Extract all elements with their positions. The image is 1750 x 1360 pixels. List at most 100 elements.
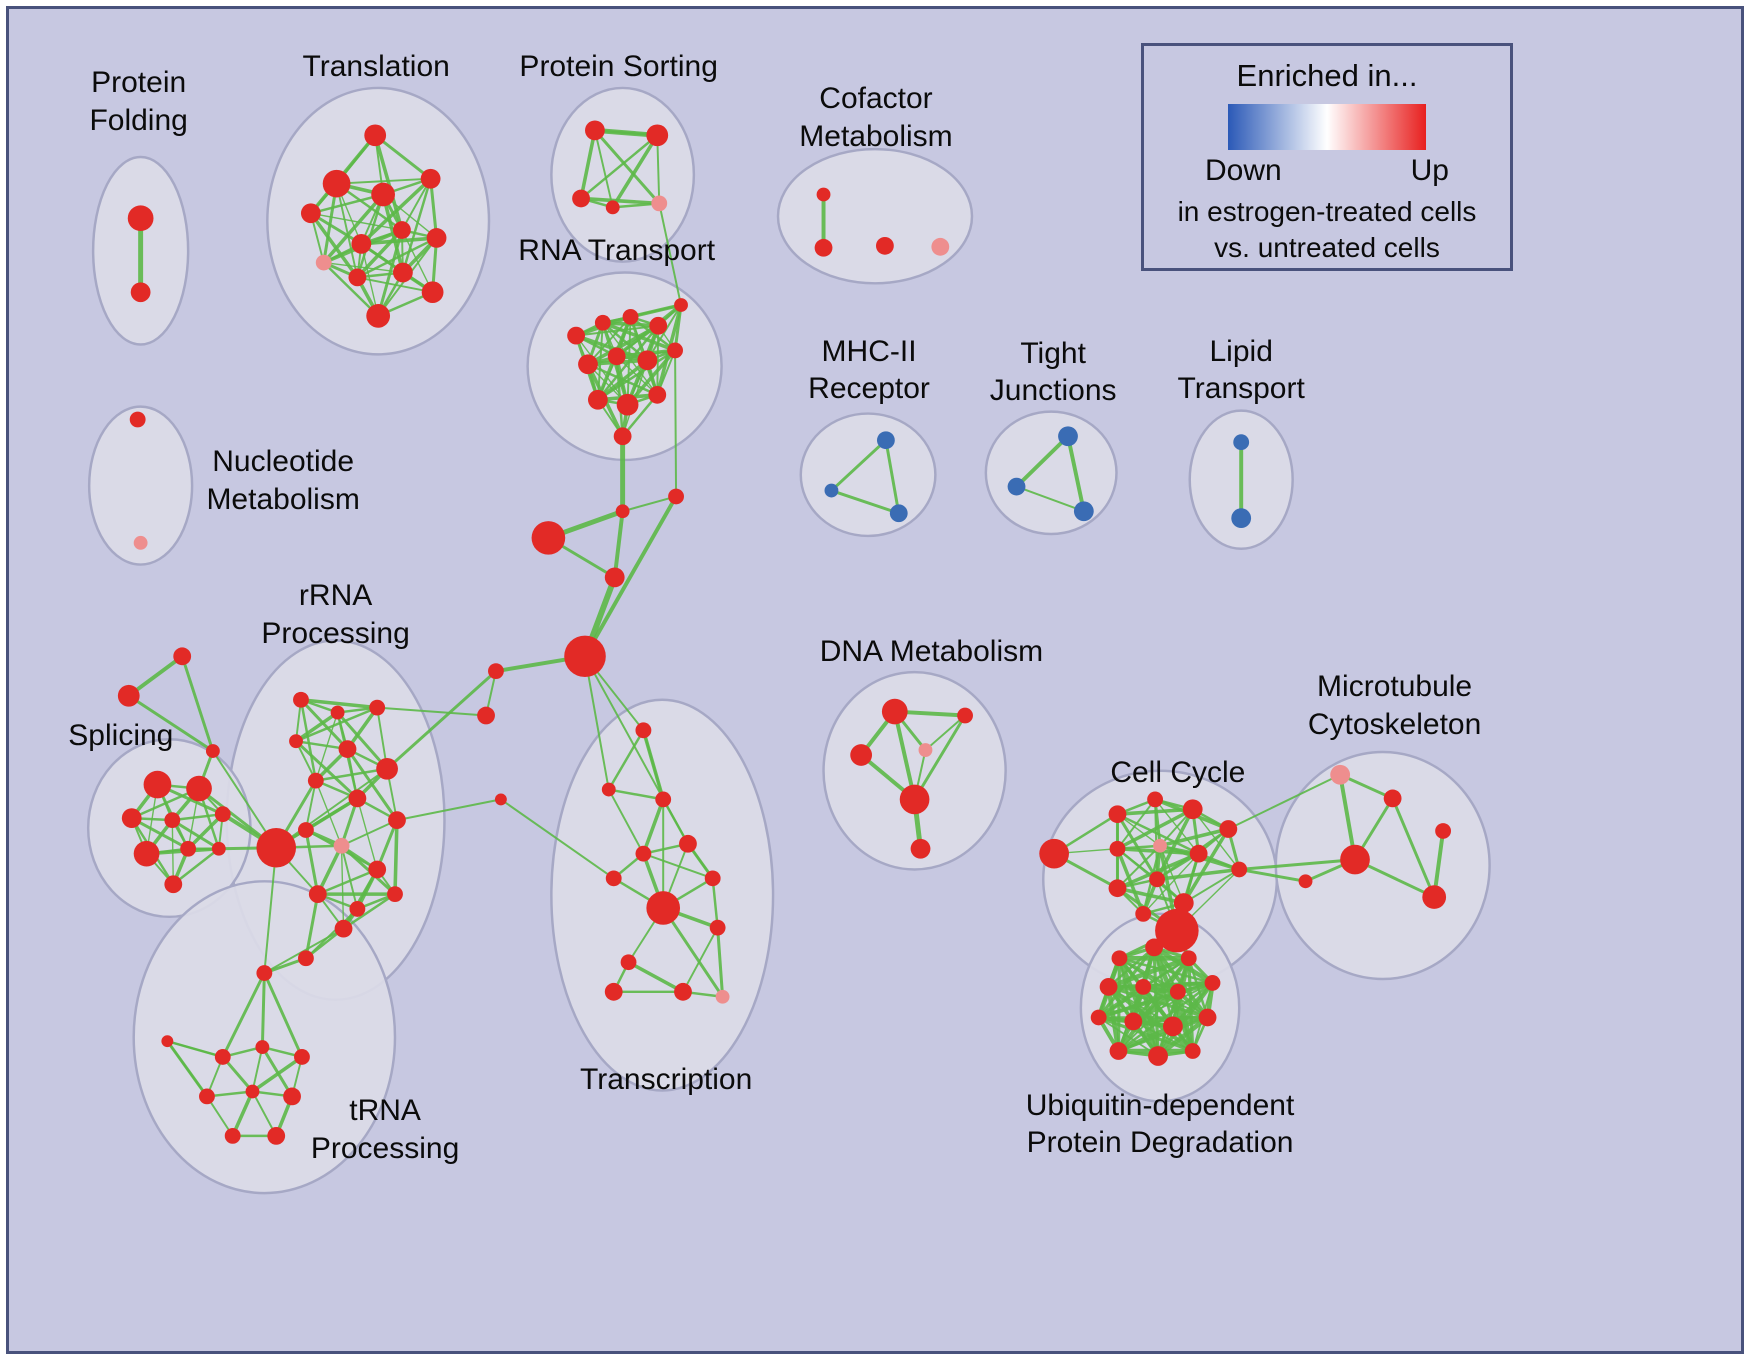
network-edge	[294, 710, 340, 743]
gene-set-node-splicing	[143, 770, 172, 799]
legend-caption-line1: in estrogen-treated cells	[1177, 196, 1477, 227]
gene-set-node-dna-metabolism	[881, 698, 908, 725]
gene-set-node-dna-metabolism	[957, 707, 973, 724]
gene-set-node-connector	[604, 567, 625, 588]
network-edge	[401, 229, 434, 293]
gene-set-node-ubiquitin-degradation	[1135, 978, 1152, 995]
network-edge	[316, 844, 344, 896]
cluster-ellipse-nucleotide-metabolism	[87, 405, 194, 566]
network-edge	[1132, 1020, 1194, 1052]
network-edge	[587, 315, 632, 366]
network-edge	[913, 714, 967, 801]
gene-set-node-protein-sorting	[646, 124, 669, 147]
network-edge	[829, 489, 901, 515]
gene-set-node-ubiquitin-degradation	[1148, 1046, 1168, 1066]
network-edge	[499, 798, 615, 880]
network-edge	[294, 706, 379, 743]
gene-set-node-splicing	[164, 812, 181, 829]
gene-set-node-splicing	[180, 840, 197, 857]
gene-set-node-connector	[173, 647, 192, 666]
gene-set-node-rrna-processing	[376, 757, 398, 780]
network-edge	[262, 971, 304, 1059]
gene-set-node-ubiquitin-degradation	[1090, 1009, 1107, 1026]
network-edge	[186, 812, 225, 851]
network-edge	[642, 729, 665, 801]
network-edge	[892, 709, 917, 802]
gene-set-node-dna-metabolism	[910, 838, 931, 859]
network-edge	[127, 694, 215, 753]
gene-set-node-transcription	[674, 982, 692, 1001]
gene-set-node-connector	[477, 706, 495, 725]
network-edge	[612, 509, 625, 580]
gene-set-node-tight-junctions	[1073, 501, 1094, 522]
network-edge	[1115, 851, 1201, 890]
network-edge	[355, 228, 404, 280]
network-edge	[674, 349, 678, 498]
gene-set-node-cell-cycle	[1149, 871, 1165, 888]
network-edge	[1237, 858, 1357, 871]
network-edge	[376, 706, 488, 717]
gene-set-node-cell-cycle	[1108, 805, 1127, 824]
network-edge	[593, 129, 614, 209]
gene-set-node-cell-cycle	[1219, 820, 1238, 838]
network-edge	[1116, 798, 1157, 850]
network-edge	[314, 767, 389, 782]
cluster-ellipse-protein-sorting	[550, 86, 696, 263]
gene-set-node-rna-transport	[594, 314, 611, 331]
gene-set-node-translation	[420, 168, 441, 189]
network-edge	[656, 134, 661, 205]
network-edge	[607, 729, 645, 791]
network-edge	[251, 1046, 264, 1093]
gene-set-node-trna-processing	[214, 1049, 231, 1065]
legend-down-label: Down	[1205, 154, 1282, 187]
network-edge	[682, 926, 719, 993]
network-edge	[304, 779, 317, 831]
gene-set-node-trna-processing	[267, 1127, 286, 1145]
gene-set-node-rrna-processing	[333, 837, 350, 854]
network-edge	[1142, 852, 1200, 915]
gene-set-node-rrna-processing	[330, 705, 345, 720]
network-edge	[1106, 985, 1210, 1020]
gene-set-node-connector	[615, 504, 630, 519]
network-edge	[171, 812, 225, 822]
network-edge	[829, 438, 888, 493]
gene-set-node-connector	[564, 635, 606, 678]
network-edge	[1116, 844, 1162, 890]
gene-set-node-ubiquitin-degradation	[1099, 978, 1118, 996]
network-edge	[1391, 796, 1436, 899]
gene-set-node-lipid-transport	[1233, 434, 1250, 451]
network-edge	[642, 852, 714, 880]
network-edge	[260, 971, 266, 1049]
gene-set-node-rrna-processing	[293, 691, 309, 708]
network-edge	[583, 494, 679, 659]
cluster-ellipse-mhc-ii-receptor	[799, 412, 937, 538]
gene-set-node-translation	[371, 182, 395, 207]
gene-set-node-trna-processing	[161, 1035, 174, 1048]
network-edge	[309, 193, 385, 215]
network-edge	[335, 182, 359, 279]
gene-set-node-cell-cycle	[1182, 799, 1203, 820]
gene-set-node-dna-metabolism	[918, 743, 933, 757]
gene-set-node-trna-processing	[283, 1087, 301, 1106]
network-edge	[1096, 984, 1146, 1020]
gene-set-node-cell-cycle	[1155, 908, 1199, 953]
network-edge	[299, 698, 318, 782]
gene-set-node-ubiquitin-degradation	[1180, 950, 1197, 967]
network-edge	[321, 192, 385, 265]
network-edge	[342, 892, 397, 930]
gene-set-node-translation	[351, 233, 372, 254]
network-edge	[310, 212, 403, 231]
gene-set-node-transcription	[709, 919, 726, 936]
network-edge	[1106, 955, 1192, 990]
gene-set-node-microtubule-cytoskeleton	[1435, 823, 1452, 839]
network-edge	[1155, 867, 1241, 882]
network-edge	[924, 714, 967, 752]
gene-set-node-transcription	[605, 870, 622, 887]
gene-set-node-translation	[315, 254, 332, 271]
network-edge	[628, 303, 683, 319]
network-edge	[373, 133, 404, 232]
gene-set-node-ubiquitin-degradation	[1111, 950, 1128, 967]
gene-set-node-rrna-processing	[338, 740, 357, 758]
gene-set-node-microtubule-cytoskeleton	[1422, 885, 1447, 909]
gene-set-node-splicing	[164, 875, 183, 894]
